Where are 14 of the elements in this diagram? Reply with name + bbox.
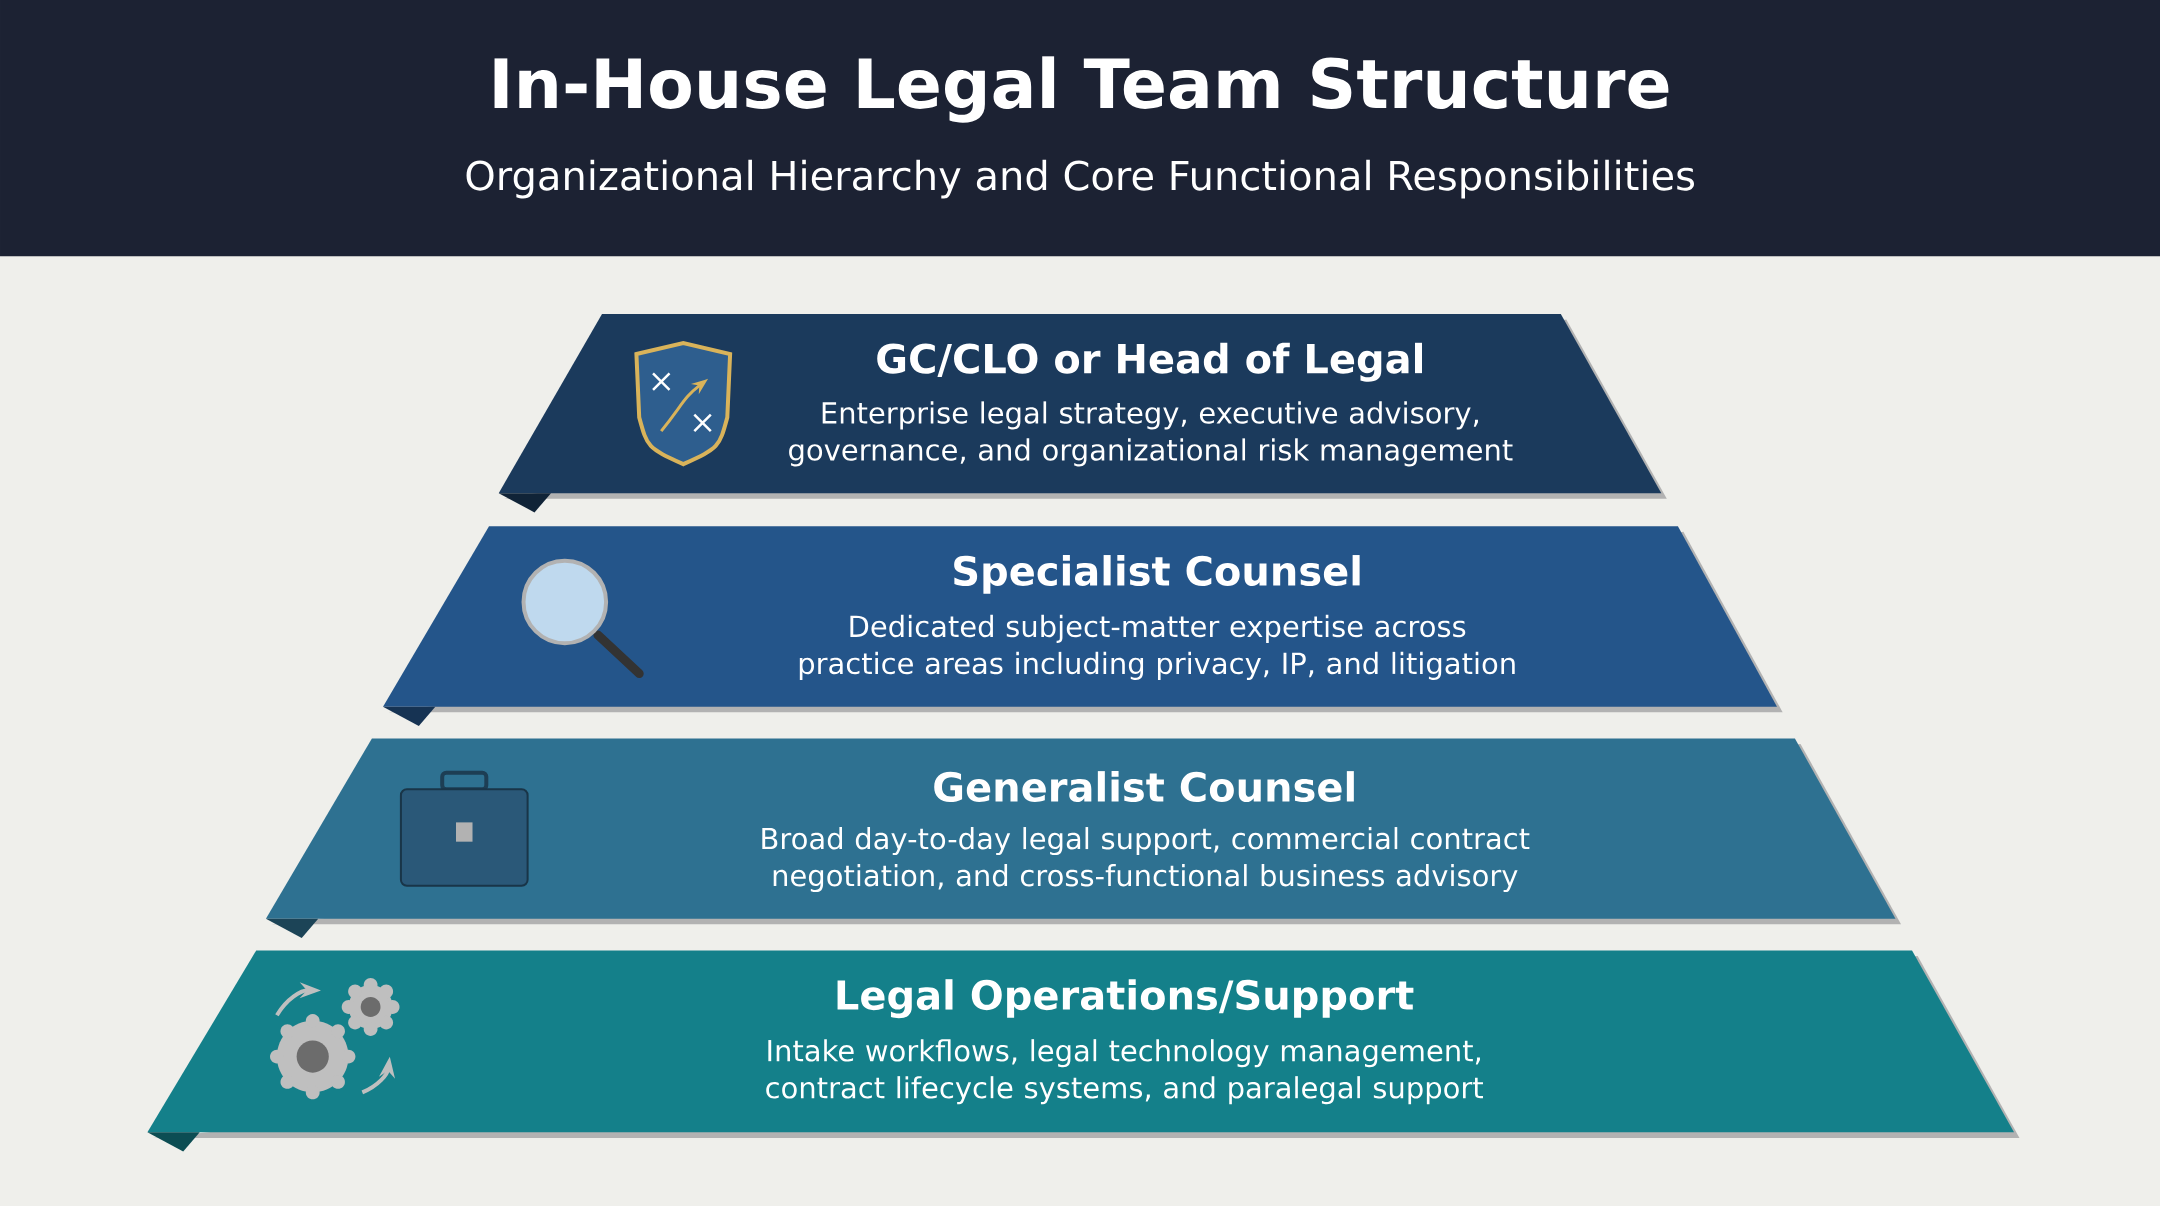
tier-heading: Generalist Counsel (934, 771, 1354, 803)
pyramid-tier (147, 950, 2020, 1152)
tier-description: Enterprise legal strategy, executive advisory, governance, and organizational risk management (789, 401, 1513, 467)
tier-description: Intake workflows, legal technology management, contract lifecycle systems, and paralegal support (766, 1039, 1483, 1105)
pyramid-tier (383, 526, 1783, 726)
tier-description: Dedicated subject-matter expertise across practice areas including privacy, IP, and litigation (799, 614, 1515, 680)
title: In-House Legal Team Structure (494, 56, 1669, 123)
pyramid-tier (498, 314, 1667, 513)
tier-heading: GC/CLO or Head of Legal (877, 342, 1422, 382)
pyramid-tier (265, 738, 1901, 939)
tier-heading: Specialist Counsel (954, 555, 1360, 594)
tier-description: Broad day-to-day legal support, commercial contract negotiation, and cross-functional business advisory (762, 827, 1530, 893)
tier-heading: Legal Operations/Support (837, 979, 1414, 1019)
subtitle: Organizational Hierarchy and Core Functional Responsibilities (466, 159, 1694, 199)
